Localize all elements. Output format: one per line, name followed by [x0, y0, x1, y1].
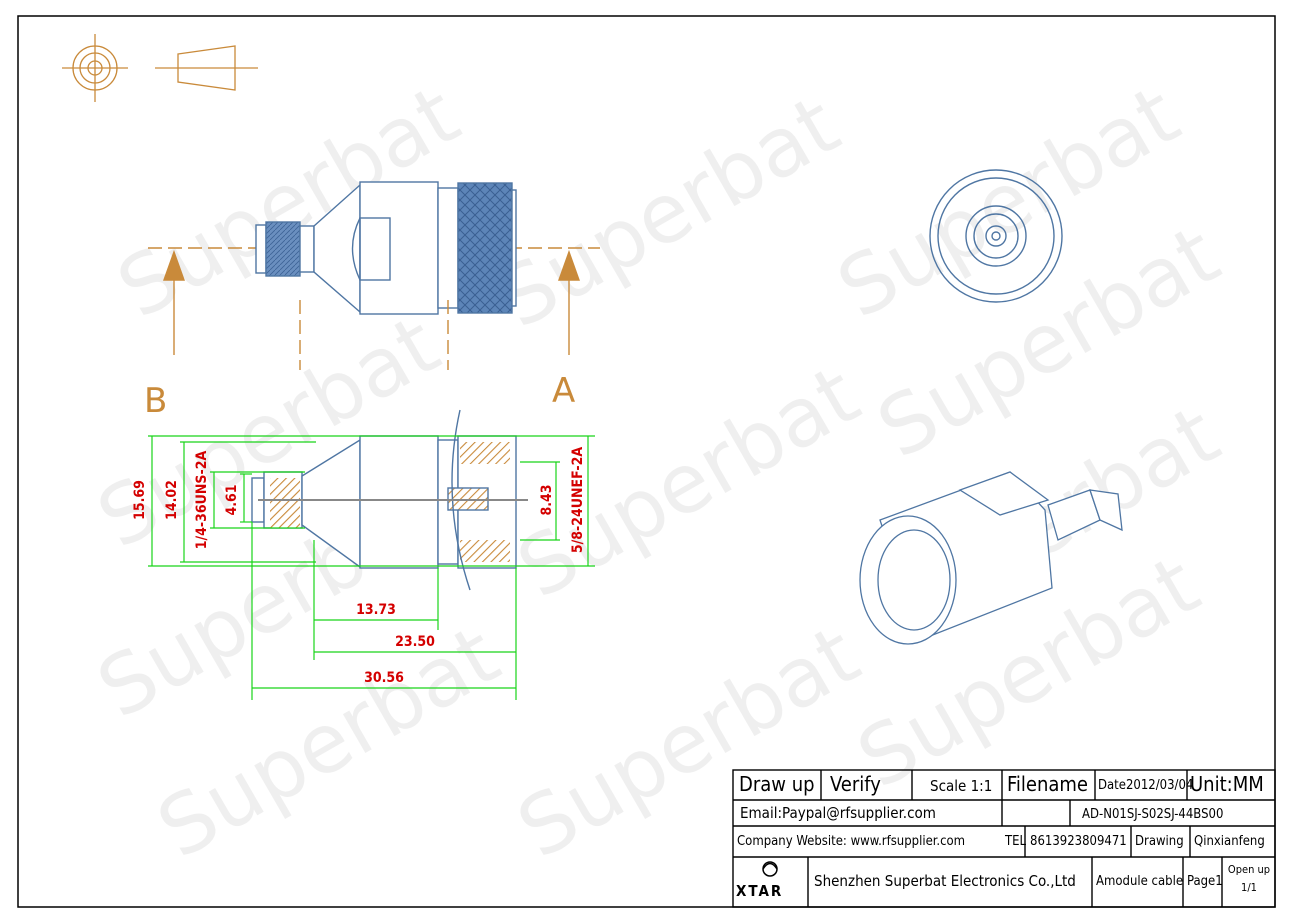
- dimension-lines: [148, 435, 595, 700]
- dim-23-50: 23.50: [395, 634, 435, 650]
- company-name: Shenzhen Superbat Electronics Co.,Ltd: [814, 872, 1076, 890]
- dim-4-61: 4.61: [224, 484, 240, 515]
- dim-30-56: 30.56: [364, 670, 404, 686]
- section-label-a: A: [552, 371, 575, 411]
- filename-label: Filename: [1007, 772, 1089, 796]
- projection-symbol: [62, 34, 258, 102]
- dim-15-69: 15.69: [132, 480, 148, 520]
- sma-thread: [265, 221, 301, 277]
- n-thread: [457, 182, 513, 314]
- page-number: Page1: [1187, 874, 1223, 889]
- dim-13-73: 13.73: [356, 602, 396, 618]
- dimension-texts: 15.69 14.02 1/4-36UNS-2A 4.61 8.43 5/8-2…: [132, 447, 586, 686]
- xtar-logo-text: XTAR: [736, 882, 784, 900]
- thread-left: 1/4-36UNS-2A: [194, 451, 210, 550]
- email-value: Email:Paypal@rfsupplier.com: [740, 804, 936, 822]
- thread-right: 5/8-24UNEF-2A: [570, 447, 586, 553]
- xtar-logo-mark: [762, 861, 778, 877]
- end-view: [929, 169, 1063, 303]
- dim-8-43: 8.43: [539, 484, 555, 515]
- title-block-grid: [732, 769, 1276, 908]
- date-value: Date2012/03/04: [1098, 778, 1194, 793]
- dim-14-02: 14.02: [164, 480, 180, 520]
- section-view: [251, 409, 528, 591]
- product-name: Amodule cable: [1096, 874, 1184, 889]
- drawer-name: Qinxianfeng: [1194, 834, 1265, 849]
- draw-up-label: Draw up: [739, 772, 815, 796]
- isometric-view: [859, 471, 1123, 645]
- drawing-label: Drawing: [1135, 834, 1184, 849]
- tel-label: TEL: [1005, 834, 1027, 849]
- open-up-value: 1/1: [1241, 881, 1257, 894]
- part-number: AD-N01SJ-S02SJ-44BS00: [1082, 807, 1224, 822]
- side-view: [148, 181, 600, 315]
- unit-value: Unit:MM: [1190, 772, 1264, 796]
- company-website: Company Website: www.rfsupplier.com: [737, 834, 966, 849]
- watermark-text: Superbat: [483, 78, 855, 348]
- section-markers: [163, 249, 580, 370]
- scale-label: Scale 1:1: [930, 777, 993, 795]
- page-border: [17, 15, 1276, 908]
- section-label-b: B: [144, 381, 167, 421]
- verify-label: Verify: [830, 772, 881, 796]
- open-up-label: Open up: [1227, 863, 1271, 876]
- tel-value: 8613923809471: [1030, 834, 1127, 849]
